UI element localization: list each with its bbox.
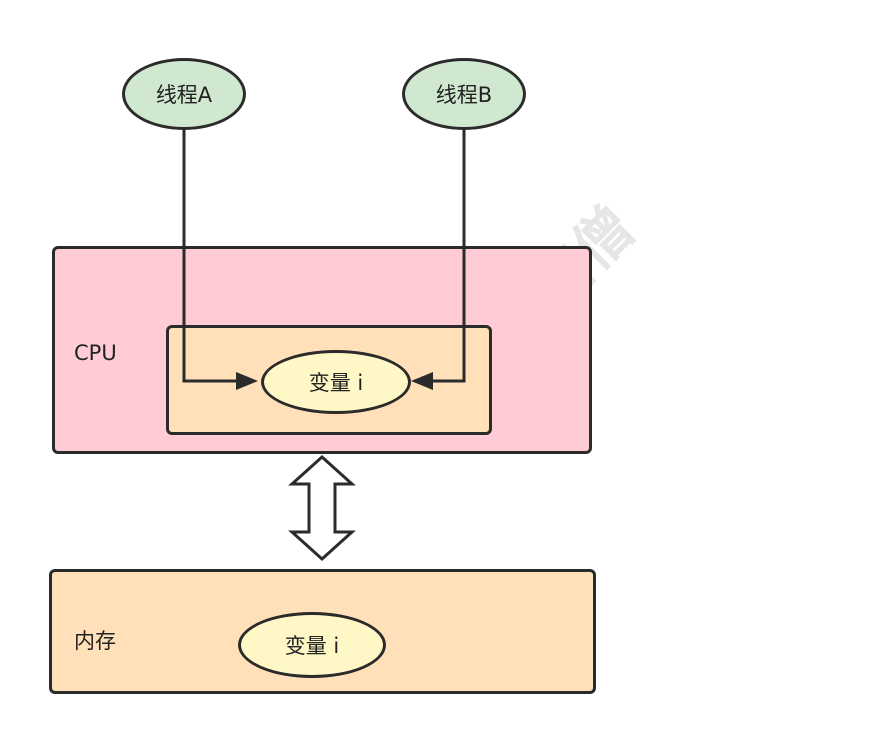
thread-a-node: 线程A — [122, 58, 246, 130]
cpu-memory-double-arrow — [288, 454, 356, 562]
memory-label: 内存 — [74, 629, 116, 653]
cpu-variable-label: 变量 i — [308, 371, 364, 395]
thread-b-label: 线程B — [435, 83, 493, 107]
thread-a-connector — [182, 130, 238, 383]
thread-b-arrowhead — [411, 372, 433, 390]
cpu-label: CPU — [74, 341, 117, 365]
thread-a-arrowhead — [236, 372, 258, 390]
thread-a-label: 线程A — [155, 83, 213, 107]
memory-variable-node: 变量 i — [238, 612, 386, 678]
thread-b-node: 线程B — [402, 58, 526, 130]
memory-variable-label: 变量 i — [284, 634, 340, 658]
thread-b-connector — [432, 130, 466, 383]
cpu-variable-node: 变量 i — [261, 350, 411, 414]
